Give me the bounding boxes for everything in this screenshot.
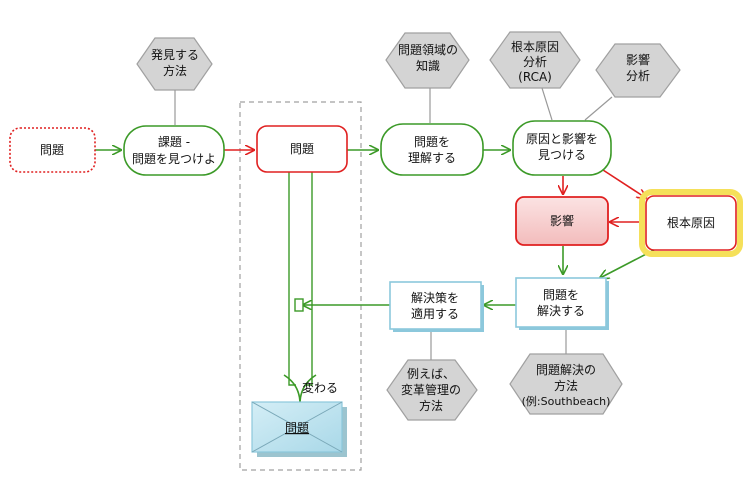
hex-solve-line3: (例:Southbeach) — [522, 394, 611, 408]
hex-impact-analysis: 影響 分析 — [595, 43, 681, 98]
hex-discovery-line1: 発見する — [151, 48, 199, 62]
hex-rca-line1: 根本原因 — [511, 40, 559, 54]
edge-cause-to-root — [602, 169, 646, 198]
node-problem-start-label: 問題 — [40, 143, 64, 157]
hex-domain-knowledge: 問題領域の 知識 — [385, 32, 470, 89]
hex-rca-line2: 分析 — [523, 55, 547, 69]
hex-impact-line1: 影響 — [626, 52, 650, 67]
hex-change-mgmt: 例えば、 変革管理の 方法 — [386, 359, 478, 421]
hex-discovery-line2: 方法 — [163, 63, 187, 78]
hex-change-line2: 変革管理の — [401, 382, 461, 397]
node-find-cause-line1: 原因と影響を — [526, 131, 598, 146]
hex-rca-line3: (RCA) — [518, 70, 552, 84]
node-find-cause-effect[interactable]: 原因と影響を 見つける — [512, 120, 612, 176]
hex-discovery-method: 発見する 方法 — [136, 37, 213, 91]
node-problem-main[interactable]: 問題 — [256, 125, 348, 173]
edge-problem-down-left — [288, 172, 296, 386]
node-effect[interactable]: 影響 — [515, 196, 609, 246]
node-find-issue[interactable]: 課題 - 問題を見つけよ — [123, 125, 225, 176]
hex-solve-line2: 方法 — [554, 378, 578, 393]
hex-domain-line2: 知識 — [416, 59, 440, 73]
node-problem-document-label: 問題 — [285, 421, 309, 435]
node-understand-line2: 理解する — [408, 151, 456, 165]
edge-merge-curve — [283, 374, 301, 405]
group-frame — [239, 101, 362, 471]
edge-problem-down-right — [305, 172, 313, 386]
connector-impact — [584, 96, 613, 121]
hex-change-line3: 方法 — [419, 398, 443, 413]
hex-rca: 根本原因 分析 (RCA) — [489, 31, 581, 89]
node-problem-start[interactable]: 問題 — [9, 127, 96, 173]
node-effect-label: 影響 — [550, 213, 574, 228]
node-problem-main-label: 問題 — [290, 142, 314, 156]
edge-label-changes: 変わる — [302, 380, 338, 395]
node-apply-line2: 適用する — [411, 306, 459, 321]
node-apply-line1: 解決策を — [411, 291, 459, 305]
node-find-issue-line1: 課題 - — [158, 134, 190, 149]
node-solve-line2: 解決する — [537, 304, 585, 318]
node-solve[interactable]: 問題を 解決する — [515, 277, 609, 330]
node-find-cause-line2: 見つける — [538, 148, 586, 162]
hex-domain-line1: 問題領域の — [398, 42, 458, 57]
node-understand[interactable]: 問題を 理解する — [380, 123, 484, 176]
node-problem-document[interactable]: 問題 — [251, 401, 347, 457]
hex-impact-line2: 分析 — [626, 69, 650, 83]
edge-merge-curve-right — [299, 374, 317, 405]
hex-solve-method: 問題解決の 方法 (例:Southbeach) — [509, 353, 623, 415]
node-apply-solution[interactable]: 解決策を 適用する — [389, 281, 484, 332]
change-junction-marker — [294, 298, 304, 312]
node-root-cause[interactable]: 根本原因 — [639, 189, 743, 257]
node-understand-line1: 問題を — [414, 135, 450, 149]
node-find-issue-line2: 問題を見つけよ — [132, 152, 216, 166]
node-solve-line1: 問題を — [543, 288, 579, 302]
hex-change-line1: 例えば、 — [407, 367, 455, 381]
connector-rca — [541, 87, 553, 121]
node-root-cause-label: 根本原因 — [667, 216, 715, 230]
hex-solve-line1: 問題解決の — [536, 363, 596, 377]
